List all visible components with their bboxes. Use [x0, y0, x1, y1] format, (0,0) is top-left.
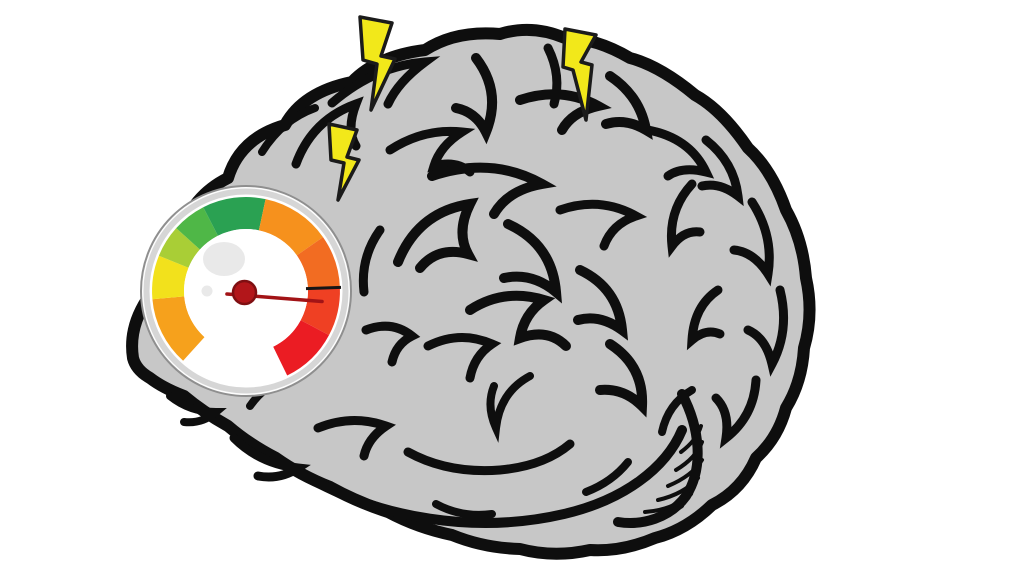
- gyrus-line: [385, 126, 476, 177]
- cerebellum-striation-line: [643, 492, 693, 514]
- gauge-face-highlight: [203, 242, 245, 276]
- gyrus-line: [297, 425, 687, 528]
- gyrus-line: [743, 285, 789, 377]
- lightning-bolt-icon: [327, 122, 361, 202]
- gauge-segment-mid: [176, 207, 218, 250]
- gyrus-line: [643, 125, 715, 181]
- gyrus-line: [327, 56, 441, 109]
- gauge-segment-high: [258, 199, 323, 256]
- gyrus-line: [582, 458, 632, 496]
- gyrus-line: [258, 104, 319, 156]
- gyrus-line: [697, 135, 744, 207]
- gyrus-line: [595, 339, 648, 418]
- cerebellum: [613, 389, 704, 528]
- gyrus-line: [229, 433, 311, 482]
- gyrus-line: [361, 321, 421, 367]
- gyrus-line: [486, 372, 534, 443]
- gauge-segment-max: [273, 320, 329, 376]
- cerebellum-striation-line: [656, 476, 700, 502]
- gyrus-line: [465, 290, 571, 351]
- gyrus-line: [686, 285, 725, 351]
- gyrus-line: [166, 392, 227, 427]
- gyrus-line: [711, 375, 761, 449]
- cerebellum-striation-line: [666, 458, 704, 488]
- lightning-bolt-icon: [561, 27, 598, 122]
- gauge-segment-higher: [296, 237, 340, 289]
- gyrus-line: [543, 43, 562, 109]
- gauge-face-highlight-dot: [201, 285, 213, 297]
- gauge-segment-mid-low: [158, 228, 200, 268]
- gauge-segment-low-start: [152, 296, 205, 361]
- gyrus-line: [403, 439, 575, 476]
- gyrus-line: [393, 197, 479, 273]
- gyrus-line: [451, 53, 498, 145]
- gyrus-line: [313, 415, 396, 461]
- lightning-bolt-icon: [358, 15, 397, 112]
- gyrus-line: [515, 89, 612, 135]
- gyrus-line: [358, 225, 385, 297]
- gyrus-line: [658, 386, 696, 436]
- gyrus-line: [555, 199, 648, 251]
- gyrus-line: [427, 162, 557, 219]
- gyrus-line: [729, 197, 774, 287]
- brain-gyri: [166, 43, 789, 528]
- gyrus-line: [666, 179, 705, 258]
- stress-gauge: [140, 185, 352, 397]
- gyrus-line: [432, 500, 496, 519]
- gyrus-line: [499, 219, 562, 304]
- gyrus-line: [423, 332, 502, 383]
- gyrus-line: [573, 265, 629, 341]
- lightning-bolts: [327, 15, 598, 202]
- cerebellum-striation-line: [628, 504, 684, 523]
- cerebellum-striation-line: [679, 424, 703, 454]
- cerebellum-striation-line: [674, 440, 704, 472]
- gauge-segment-mid-high: [203, 197, 266, 236]
- gauge-segment-low: [152, 255, 189, 300]
- gauge-needle-hub: [231, 279, 258, 306]
- gauge-max-tick: [305, 285, 342, 291]
